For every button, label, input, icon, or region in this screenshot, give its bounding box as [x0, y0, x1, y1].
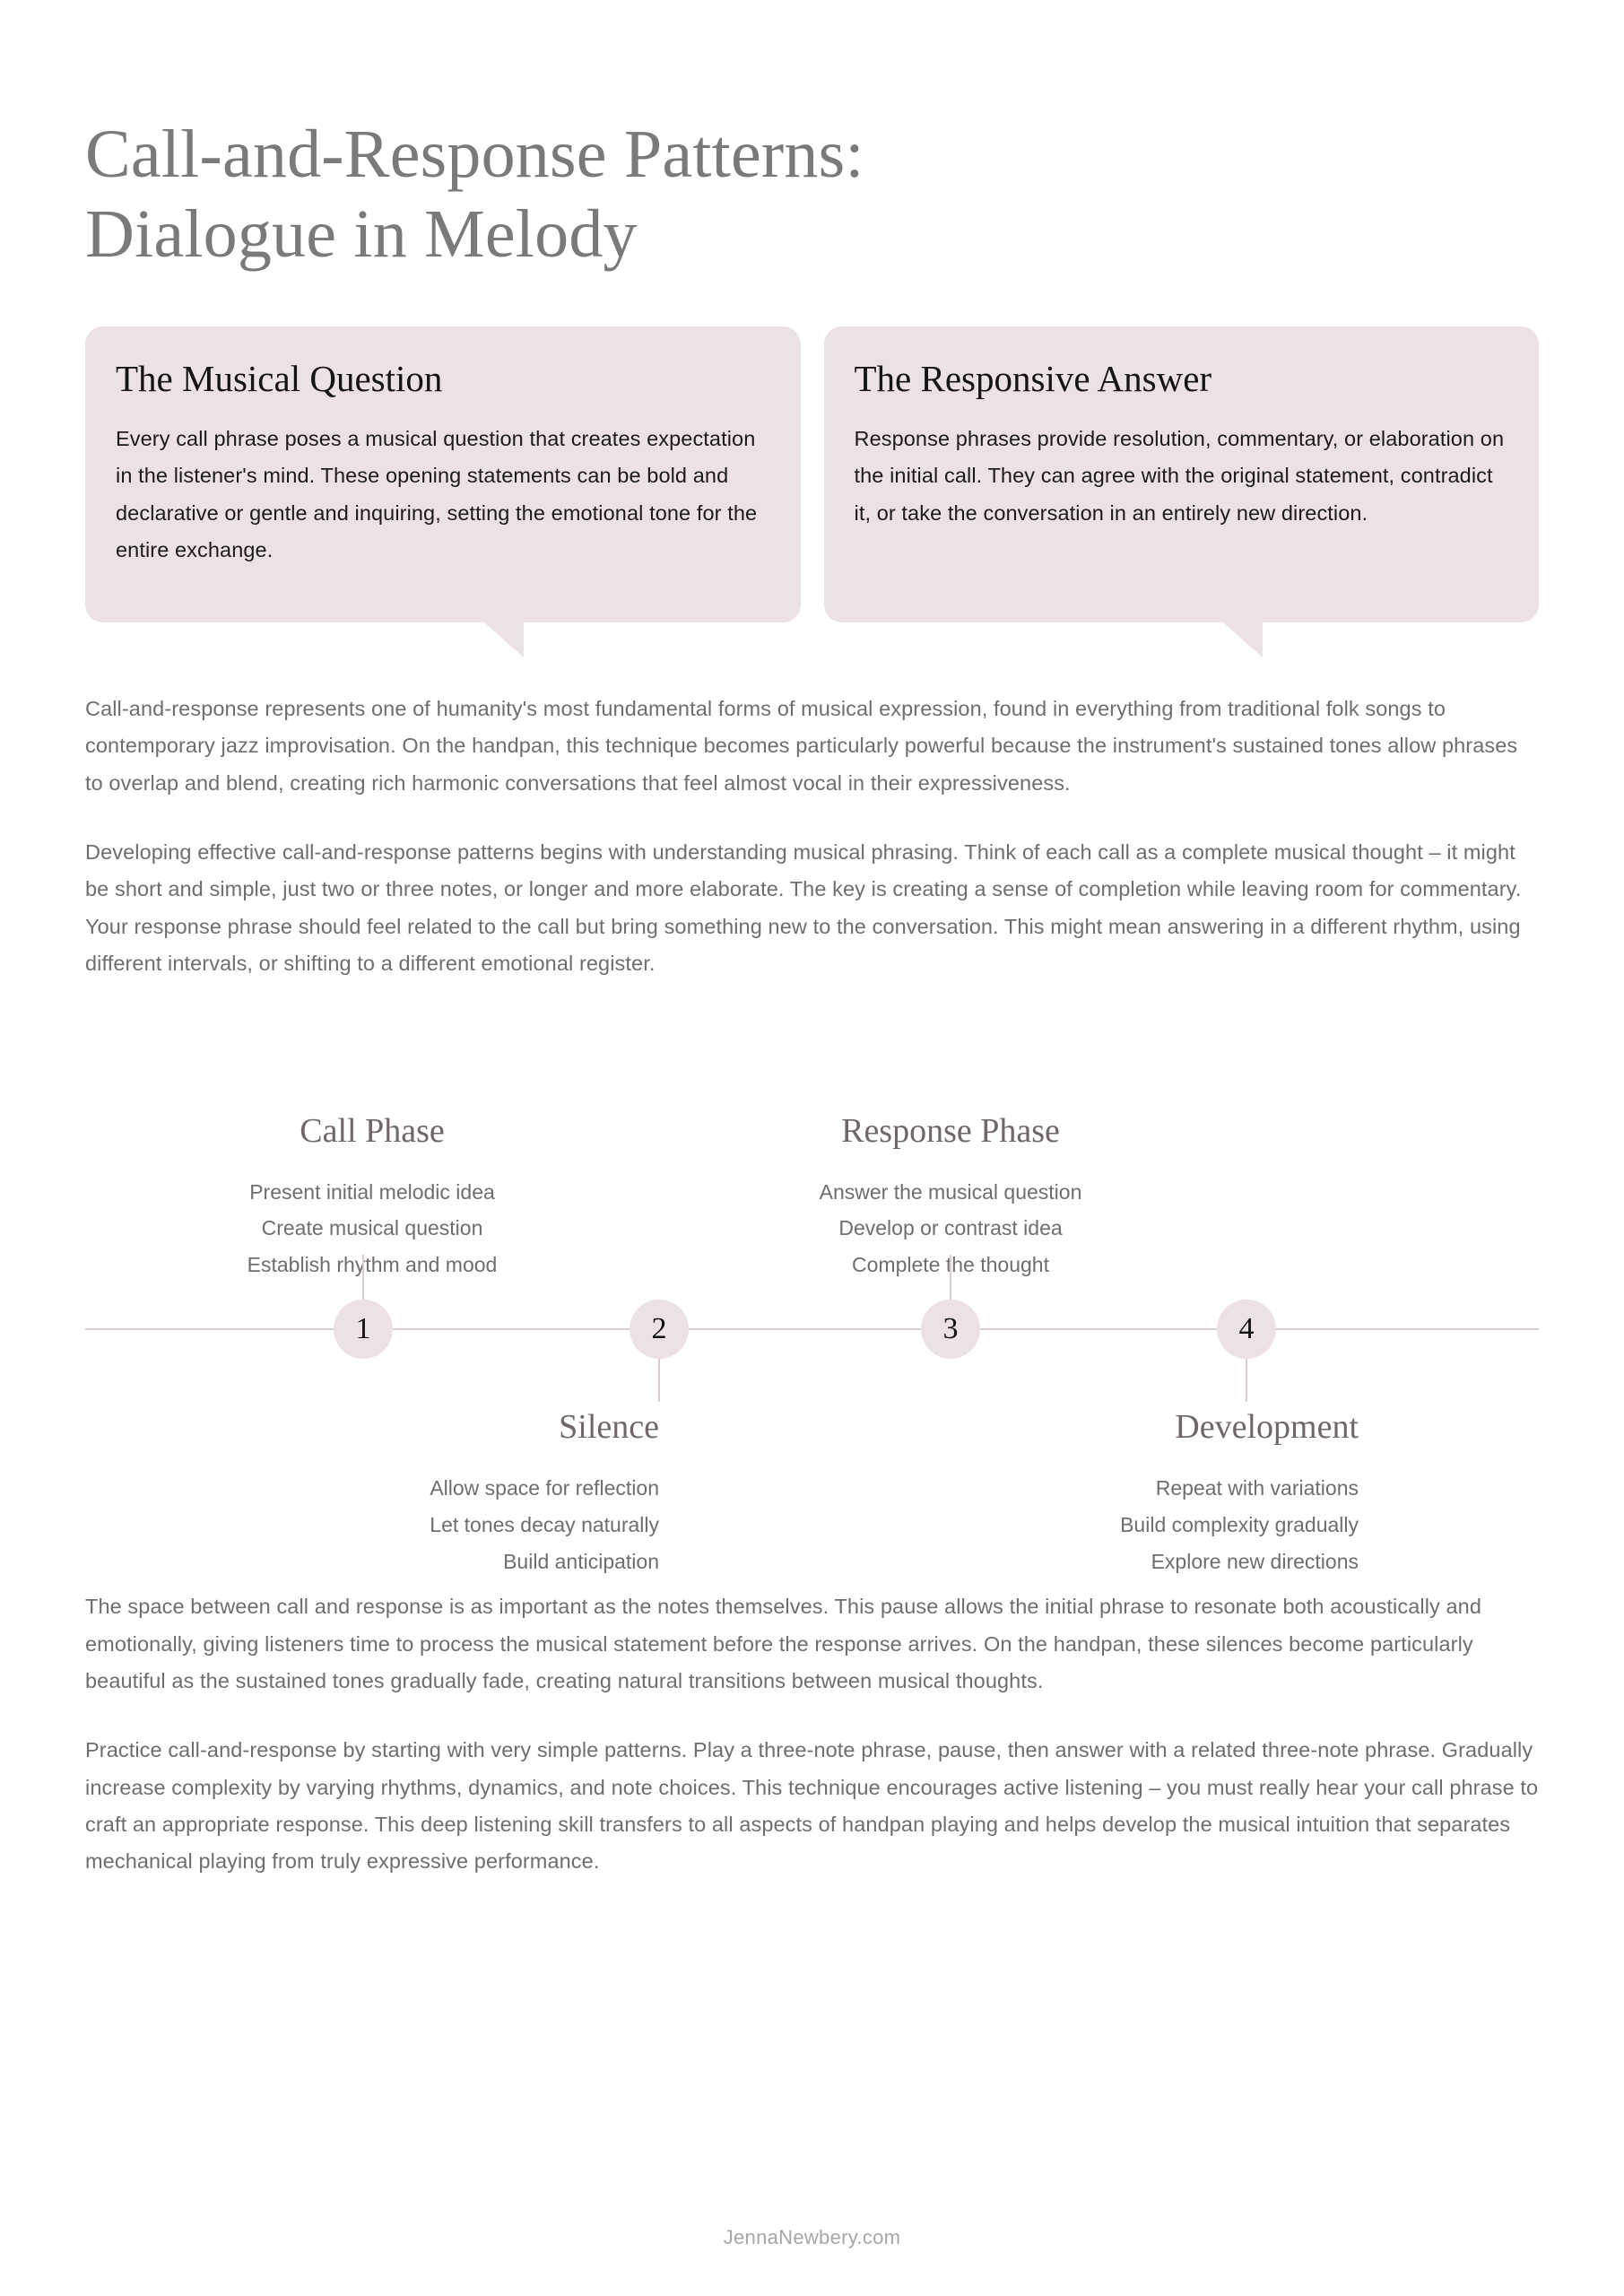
- timeline-heading-2: Silence: [559, 1408, 659, 1447]
- outro-paragraph-2: Practice call-and-response by starting w…: [85, 1738, 1539, 1874]
- outro-paragraph-1: The space between call and response is a…: [85, 1595, 1482, 1693]
- timeline-item: Answer the musical question: [819, 1179, 1082, 1204]
- page-title-line-1: Call-and-Response Patterns:: [85, 117, 864, 192]
- timeline-stem-2: [658, 1352, 660, 1403]
- timeline-item: Allow space for reflection: [430, 1476, 659, 1500]
- timeline-item: Explore new directions: [1151, 1550, 1359, 1573]
- callout-body: Response phrases provide resolution, com…: [854, 427, 1505, 525]
- timeline-group-1: Call Phase Present initial melodic idea …: [184, 1111, 560, 1284]
- timeline-stem-3: [950, 1255, 951, 1306]
- timeline-items-1: Present initial melodic idea Create musi…: [184, 1174, 560, 1284]
- timeline-items-4: Repeat with variations Build complexity …: [982, 1470, 1359, 1580]
- timeline-axis-line: [85, 1328, 1539, 1331]
- timeline-heading-4: Development: [1175, 1408, 1359, 1447]
- timeline-item: Build anticipation: [503, 1550, 659, 1573]
- footer-site-credit: JennaNewbery.com: [723, 2226, 901, 2248]
- timeline-marker-3: 3: [921, 1300, 980, 1360]
- timeline-item: Present initial melodic idea: [249, 1179, 495, 1204]
- timeline-stem-4: [1246, 1352, 1247, 1403]
- timeline-item: Establish rhythm and mood: [247, 1253, 498, 1277]
- callout-card-musical-question: The Musical Question Every call phrase p…: [85, 326, 801, 657]
- timeline-heading-3: Response Phase: [841, 1111, 1060, 1150]
- timeline-marker-4: 4: [1217, 1300, 1276, 1360]
- callout-heading: The Musical Question: [116, 357, 443, 399]
- intro-paragraph-2: Developing effective call-and-response p…: [85, 839, 1522, 975]
- timeline-marker-1: 1: [334, 1300, 393, 1360]
- callout-card-responsive-answer: The Responsive Answer Response phrases p…: [823, 326, 1539, 657]
- timeline-item: Repeat with variations: [1155, 1476, 1359, 1500]
- process-timeline: Call Phase Present initial melodic idea …: [85, 1014, 1539, 1579]
- callout-row: The Musical Question Every call phrase p…: [85, 326, 1539, 657]
- timeline-group-2: Silence Allow space for reflection Let t…: [282, 1409, 659, 1580]
- page-title: Call-and-Response Patterns: Dialogue in …: [85, 0, 1251, 274]
- intro-paragraph-1: Call-and-response represents one of huma…: [85, 696, 1518, 795]
- timeline-item: Develop or contrast idea: [838, 1216, 1063, 1240]
- callout-heading: The Responsive Answer: [854, 357, 1212, 399]
- timeline-item: Let tones decay naturally: [430, 1513, 659, 1537]
- callout-body: Every call phrase poses a musical questi…: [116, 427, 758, 562]
- timeline-items-2: Allow space for reflection Let tones dec…: [282, 1470, 659, 1580]
- timeline-group-4: Development Repeat with variations Build…: [982, 1409, 1359, 1580]
- timeline-heading-1: Call Phase: [300, 1111, 445, 1150]
- timeline-marker-2: 2: [630, 1300, 689, 1360]
- timeline-item: Build complexity gradually: [1120, 1513, 1359, 1537]
- timeline-stem-1: [362, 1255, 364, 1306]
- timeline-item: Create musical question: [261, 1216, 483, 1240]
- page-title-line-2: Dialogue in Melody: [85, 196, 638, 272]
